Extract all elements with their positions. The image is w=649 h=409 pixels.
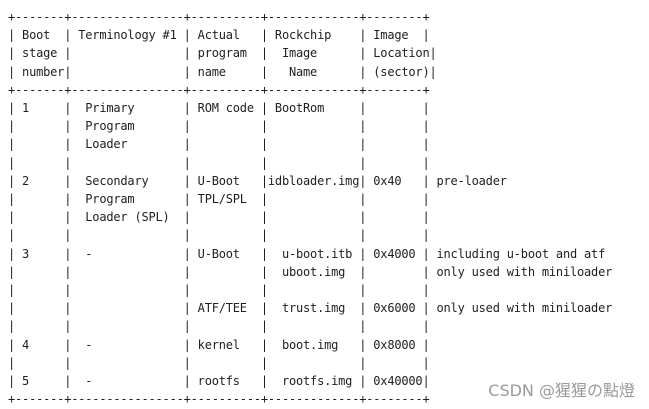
table-text-line: | Boot | Terminology #1 | Actual | Rockc… (8, 28, 430, 43)
table-text-line: | | | ATF/TEE | trust.img | 0x6000 | onl… (8, 301, 613, 316)
table-text-line: | | | | | | (8, 319, 430, 334)
table-text-line: +-------+----------------+----------+---… (8, 82, 430, 97)
table-text-line: +-------+----------------+----------+---… (8, 10, 430, 24)
table-text-line: | | Loader (SPL) | | | | (8, 210, 430, 225)
table-text-line: | | Loader | | | | (8, 137, 430, 152)
table-text-line: | | | | | | (8, 283, 430, 297)
table-text-line: | 5 | - | rootfs | rootfs.img | 0x40000| (8, 374, 430, 388)
table-text-line: +-------+----------------+----------+---… (8, 392, 430, 407)
table-text-line: | | | | | | (8, 355, 430, 370)
table-text-line: | 3 | - | U-Boot | u-boot.itb | 0x4000 |… (8, 246, 606, 261)
table-text-line: | 4 | - | kernel | boot.img | 0x8000 | (8, 337, 430, 352)
table-text-line: | 2 | Secondary | U-Boot |idbloader.img|… (8, 173, 507, 188)
table-text-line: | | Program | TPL/SPL | | | (8, 192, 430, 206)
table-text-line: | 1 | Primary | ROM code | BootRom | | (8, 101, 430, 115)
table-text-line: | | | | uboot.img | | only used with min… (8, 264, 613, 279)
table-text-line: | | | | | | (8, 228, 430, 243)
table-text-line: | number| | name | Name | (sector)| (8, 64, 437, 79)
table-text-line: | stage | | program | Image | Location| (8, 46, 437, 61)
table-text-line: | | | | | | (8, 155, 430, 170)
table-text-line: | | Program | | | | (8, 119, 430, 134)
csdn-watermark: CSDN @猩猩の點燈 (488, 381, 635, 400)
